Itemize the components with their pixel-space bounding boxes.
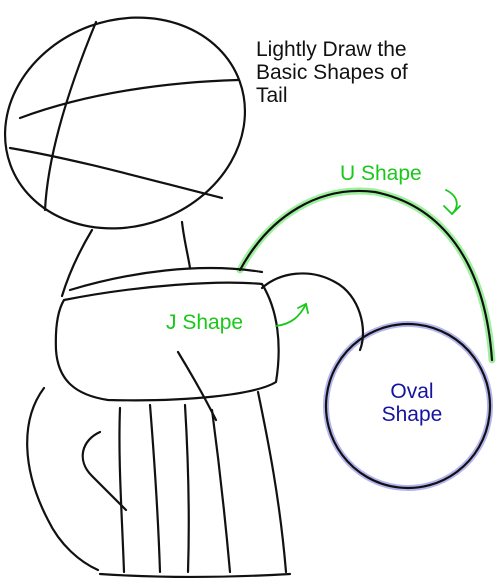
leg-line-2 (148, 403, 162, 574)
j-shape-line (260, 272, 364, 352)
j-shape-label: J Shape (166, 311, 244, 334)
front-leg-outline (256, 390, 288, 574)
u-shape-arrow-head (443, 205, 461, 216)
u-shape-label: U Shape (340, 162, 422, 185)
leg-line-1 (118, 406, 126, 574)
oval-shape-label-line-2: Shape (381, 403, 443, 426)
head-circle (3, 16, 247, 230)
u-shape-line (238, 189, 494, 362)
head-guide-line-1 (18, 78, 240, 120)
oval-shape-label: Oval Shape (367, 380, 457, 426)
instruction-title: Lightly Draw the Basic Shapes of Tail (256, 38, 486, 107)
back-leg-outline (26, 386, 100, 572)
neck-chest-line (68, 266, 264, 292)
title-line-3: Tail (256, 84, 288, 107)
body-inner-line (176, 350, 218, 422)
head-guide-line-2 (8, 146, 224, 200)
neck-right-line (180, 220, 192, 270)
back-leg-inner (81, 430, 128, 512)
oval-shape-label-line-1: Oval (390, 380, 434, 403)
neck-left-line (60, 228, 94, 298)
title-line-1: Lightly Draw the (256, 38, 407, 61)
leg-line-3 (183, 403, 190, 574)
body-outline (54, 281, 280, 402)
title-line-2: Basic Shapes of (256, 61, 408, 84)
leg-line-4 (210, 408, 232, 574)
ground-line (98, 572, 292, 579)
head-guide-line-3 (43, 20, 98, 212)
j-shape-arrow-head (297, 302, 309, 314)
j-shape-arrow (275, 303, 307, 327)
oval-shape-line (324, 322, 492, 490)
